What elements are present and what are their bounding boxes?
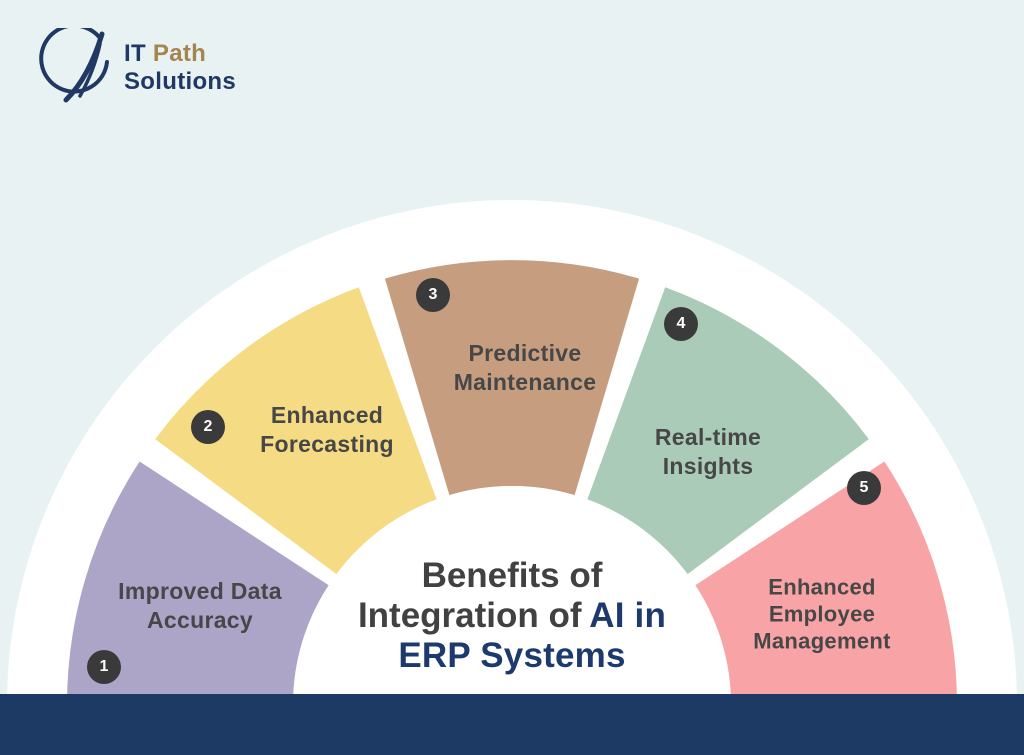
- it-path-solutions-logo-icon: [39, 28, 109, 103]
- logo-text-line-2: Solutions: [124, 68, 236, 96]
- badge-5-number: 5: [859, 479, 869, 496]
- badge-2-number: 2: [203, 418, 213, 435]
- logo-word-it: IT: [124, 40, 146, 67]
- title-erp-systems: ERP Systems: [398, 636, 626, 675]
- badge-3-number: 3: [428, 286, 438, 303]
- segment-enhanced-employee-management: [695, 461, 957, 705]
- badge-2: 2: [191, 410, 225, 444]
- title-ai-in: AI in: [589, 596, 667, 635]
- title-line-3: ERP Systems: [302, 636, 722, 676]
- inner-title-circle: [293, 486, 731, 755]
- label-enhanced-employee-management: Enhanced Employee Management: [753, 574, 891, 654]
- badge-4-number: 4: [676, 315, 686, 332]
- segment-enhanced-forecasting: [155, 287, 437, 575]
- badge-5: 5: [847, 471, 881, 505]
- label-predictive-maintenance: Predictive Maintenance: [453, 340, 597, 395]
- segment-real-time-insights: [587, 287, 869, 575]
- title-line-1: Benefits of: [302, 556, 722, 596]
- bottom-bar: [0, 694, 1024, 755]
- segment-predictive-maintenance: [384, 260, 640, 496]
- logo-text-line-1: IT Path: [124, 40, 236, 68]
- logo-swoosh-inner: [78, 42, 102, 98]
- badge-4: 4: [664, 307, 698, 341]
- title-integration-of: Integration of: [357, 596, 582, 635]
- badge-3: 3: [416, 278, 450, 312]
- badge-1: 1: [87, 650, 121, 684]
- logo-swoosh-outer: [63, 31, 105, 103]
- badge-1-number: 1: [99, 658, 109, 675]
- logo-text: IT Path Solutions: [124, 40, 236, 96]
- segment-improved-data-accuracy: [67, 461, 329, 705]
- label-improved-data-accuracy: Improved Data Accuracy: [118, 578, 282, 633]
- label-real-time-insights: Real-time Insights: [654, 424, 762, 479]
- it-path-solutions-logo: IT Path Solutions: [36, 28, 236, 108]
- logo-word-solutions: Solutions: [124, 68, 237, 95]
- title-benefits-of: Benefits of: [421, 556, 603, 595]
- label-enhanced-forecasting: Enhanced Forecasting: [260, 402, 394, 457]
- logo-word-path: Path: [152, 40, 207, 67]
- logo-circle-stroke: [39, 28, 109, 94]
